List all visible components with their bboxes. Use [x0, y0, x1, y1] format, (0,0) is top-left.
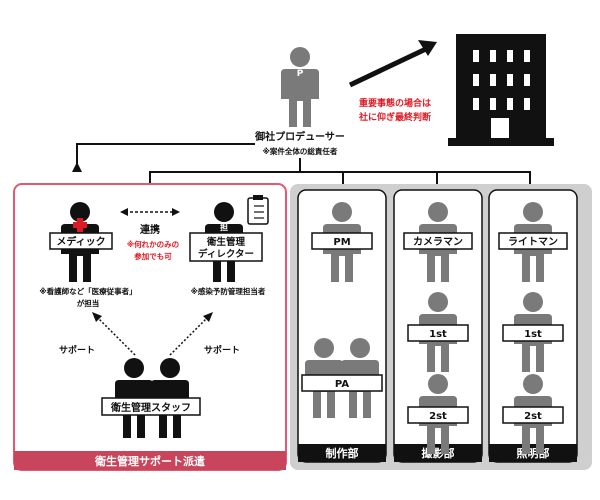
support-label-right: サポート	[204, 344, 240, 356]
red-cross-icon	[73, 218, 87, 232]
support-arrowhead-right	[203, 312, 213, 322]
dept-top-label: PM	[333, 237, 350, 248]
staff-label: 衛生管理スタッフ	[110, 401, 191, 414]
producer-title: 御社プロデューサー	[254, 130, 345, 143]
department-lighting: 照明部 ライトマン 1st 2st	[488, 189, 578, 463]
department-footer: 制作部	[326, 446, 359, 460]
producer-figure: P	[281, 47, 319, 127]
producer-note: ※案件全体の総責任者	[263, 146, 338, 156]
dept-level3-label: 2st	[524, 411, 542, 422]
link-label: 連携	[140, 223, 160, 236]
director-label2: ディレクター	[198, 248, 254, 260]
dept-lower-label: PA	[335, 379, 349, 390]
producer-link-arrowhead	[72, 162, 82, 172]
department-footer: 照明部	[517, 446, 550, 460]
medic-note1: ※看護師など「医療従事者」	[39, 286, 136, 296]
office-building-icon	[448, 34, 554, 146]
medic-note2: が担当	[77, 298, 100, 308]
link-note1: ※何れかのみの	[127, 239, 179, 249]
department-camera: 撮影部 カメラマン 1st 2st	[393, 189, 483, 463]
support-label-left: サポート	[59, 344, 95, 356]
director-label1: 衛生管理	[206, 236, 246, 248]
dept-top-label: カメラマン	[413, 236, 463, 248]
escalation-arrow	[348, 40, 437, 88]
person-icon	[281, 47, 319, 127]
medic-label: メディック	[56, 235, 105, 248]
medic-sign: メディック	[49, 232, 113, 250]
director-sign: 衛生管理 ディレクター	[189, 232, 263, 262]
support-arrows	[94, 314, 211, 356]
dept-level3-label: 2st	[429, 411, 447, 422]
department-production: 制作部 PM PA	[297, 189, 387, 463]
dept-top-label: ライトマン	[508, 236, 558, 248]
producer-badge: P	[297, 69, 304, 79]
escalation-line1: 重要事態の場合は	[359, 97, 431, 109]
link-arrow	[120, 208, 180, 216]
staff-sign: 衛生管理スタッフ	[101, 397, 201, 416]
link-note2: 参加でも可	[134, 251, 172, 261]
dept-level2-label: 1st	[429, 329, 447, 340]
clipboard-checklist-icon	[247, 195, 269, 225]
escalation-line2: 社に仰ぎ最終判断	[358, 111, 431, 123]
hygiene-panel-footer: 衛生管理サポート派遣	[94, 454, 205, 468]
dept-level2-label: 1st	[524, 329, 542, 340]
department-footer: 撮影部	[422, 446, 455, 460]
support-arrowhead-left	[92, 312, 102, 322]
director-badge: 担	[220, 222, 228, 232]
director-note: ※感染予防管理担当者	[191, 286, 266, 296]
